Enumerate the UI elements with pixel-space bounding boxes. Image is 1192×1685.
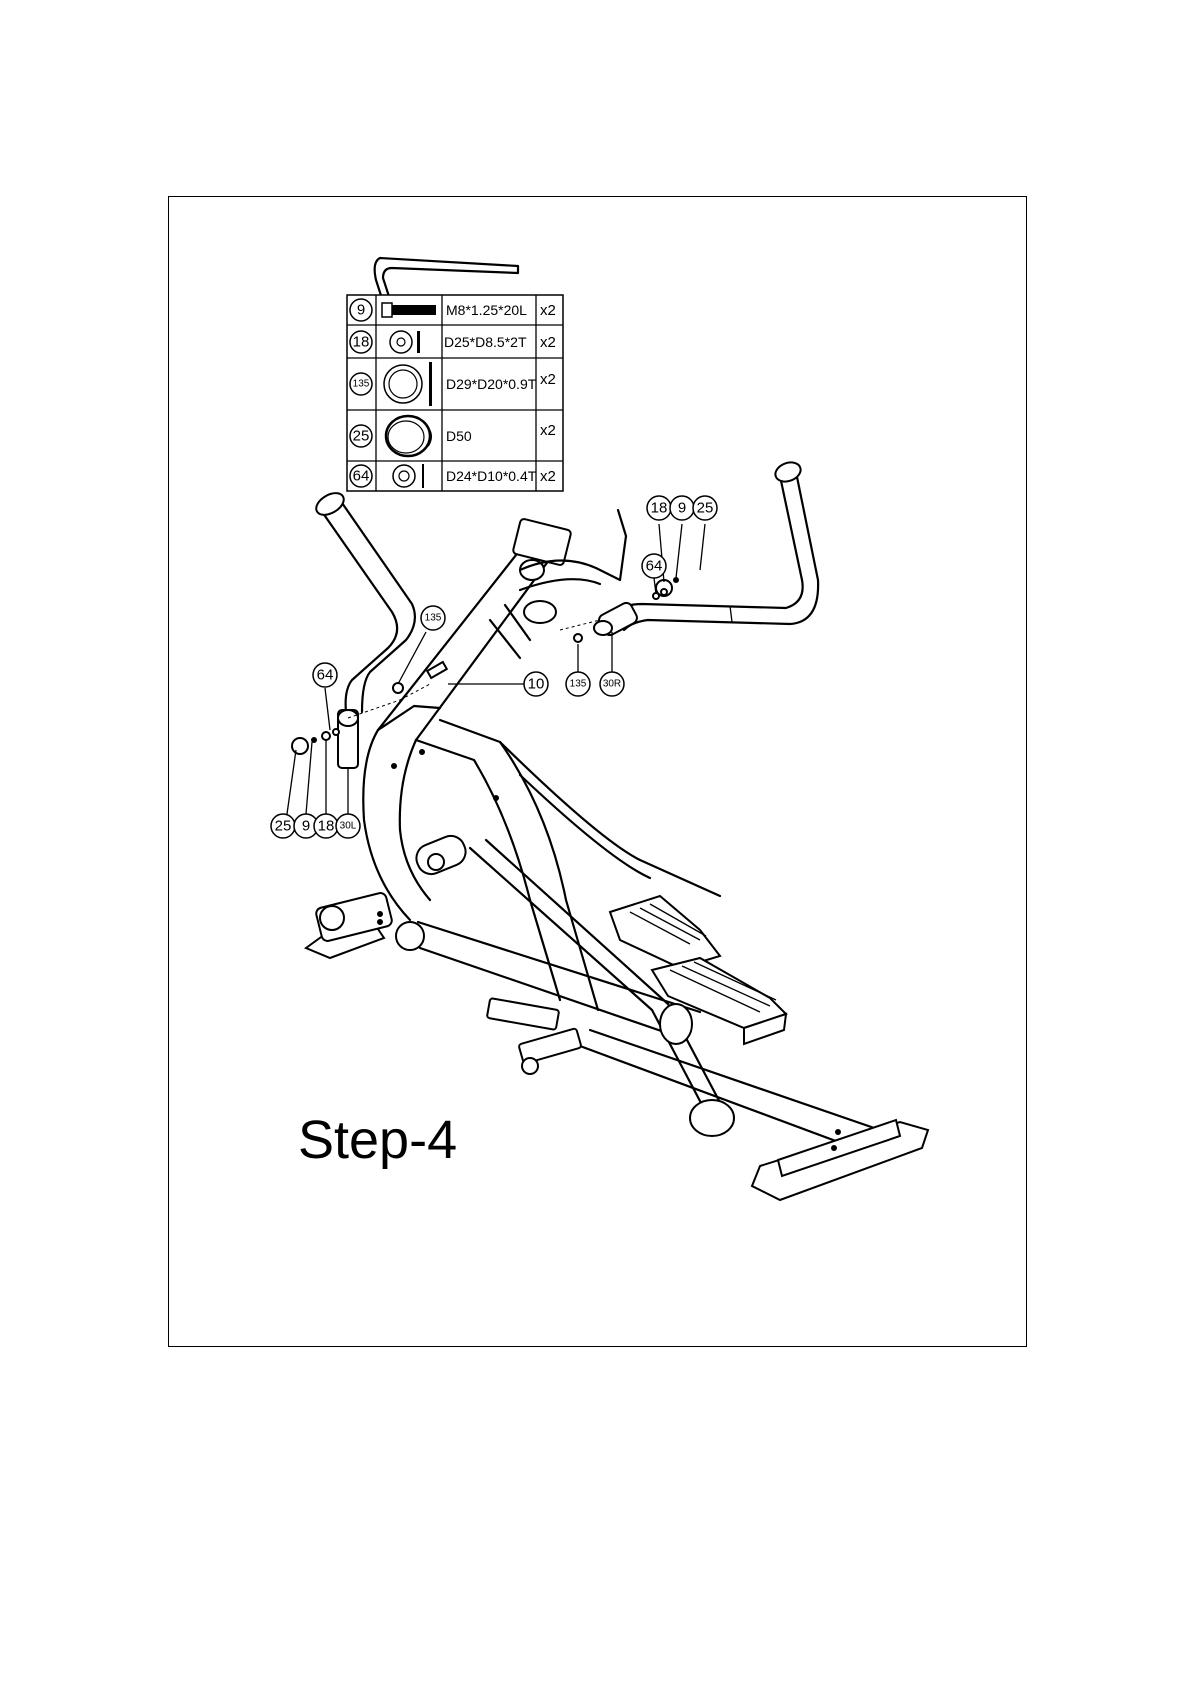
svg-text:135: 135 — [425, 613, 442, 624]
part-number-badge: 9 — [350, 299, 372, 321]
hardware-spec: D24*D10*0.4T — [446, 468, 537, 484]
svg-text:64: 64 — [353, 468, 370, 485]
hardware-qty: x2 — [540, 422, 556, 439]
callout-frame-10: 10 — [524, 672, 548, 696]
bolt-icon — [382, 303, 436, 317]
svg-text:9: 9 — [357, 302, 365, 319]
callout-right-9: 9 — [670, 496, 694, 520]
callout-left-18: 18 — [314, 814, 338, 838]
part-number-badge: 25 — [350, 425, 372, 447]
svg-text:25: 25 — [353, 428, 370, 445]
callout-right-30r: 30R — [600, 672, 624, 696]
rear-stabilizer — [306, 892, 393, 958]
svg-text:10: 10 — [528, 676, 545, 693]
end-cap-icon — [386, 416, 431, 456]
hardware-qty: x2 — [540, 371, 556, 388]
part-number-badge: 64 — [350, 465, 372, 487]
callout-left-30l: 30L — [336, 814, 360, 838]
svg-text:18: 18 — [318, 818, 335, 835]
svg-text:9: 9 — [678, 500, 686, 517]
hardware-qty: x2 — [540, 468, 556, 485]
hardware-table: 9 M8*1.25*20L x2 18 D25*D8.5*2T x2 135 D… — [346, 294, 564, 492]
callout-left-64: 64 — [313, 663, 337, 687]
assembly-guide-lines — [348, 620, 600, 718]
part-number-badge: 135 — [350, 373, 372, 395]
callout-right-25: 25 — [693, 496, 717, 520]
svg-text:30R: 30R — [603, 679, 621, 690]
svg-text:135: 135 — [353, 379, 370, 390]
step-title: Step-4 — [298, 1113, 457, 1167]
left-handlebar — [313, 489, 415, 768]
callout-right-64: 64 — [642, 554, 666, 578]
svg-text:18: 18 — [353, 334, 370, 351]
svg-text:64: 64 — [317, 667, 334, 684]
callout-left-135: 135 — [421, 606, 445, 630]
svg-text:30L: 30L — [340, 821, 357, 832]
callout-right-18: 18 — [647, 496, 671, 520]
hardware-spec: D29*D20*0.9T — [446, 376, 537, 392]
pedal-left — [610, 896, 720, 968]
svg-text:25: 25 — [275, 818, 292, 835]
svg-text:25: 25 — [697, 500, 714, 517]
hardware-spec: M8*1.25*20L — [446, 302, 527, 318]
svg-text:64: 64 — [646, 558, 663, 575]
hardware-qty: x2 — [540, 334, 556, 351]
console-mast — [363, 510, 626, 920]
hardware-qty: x2 — [540, 302, 556, 319]
hardware-spec: D25*D8.5*2T — [444, 334, 527, 350]
part-number-badge: 18 — [350, 331, 372, 353]
callout-right-135: 135 — [566, 672, 590, 696]
svg-text:135: 135 — [570, 679, 587, 690]
right-handlebar — [594, 459, 818, 637]
svg-text:9: 9 — [302, 818, 310, 835]
callout-left-25: 25 — [271, 814, 295, 838]
svg-text:18: 18 — [651, 500, 668, 517]
base-frame — [487, 998, 928, 1200]
hardware-spec: D50 — [446, 428, 472, 444]
